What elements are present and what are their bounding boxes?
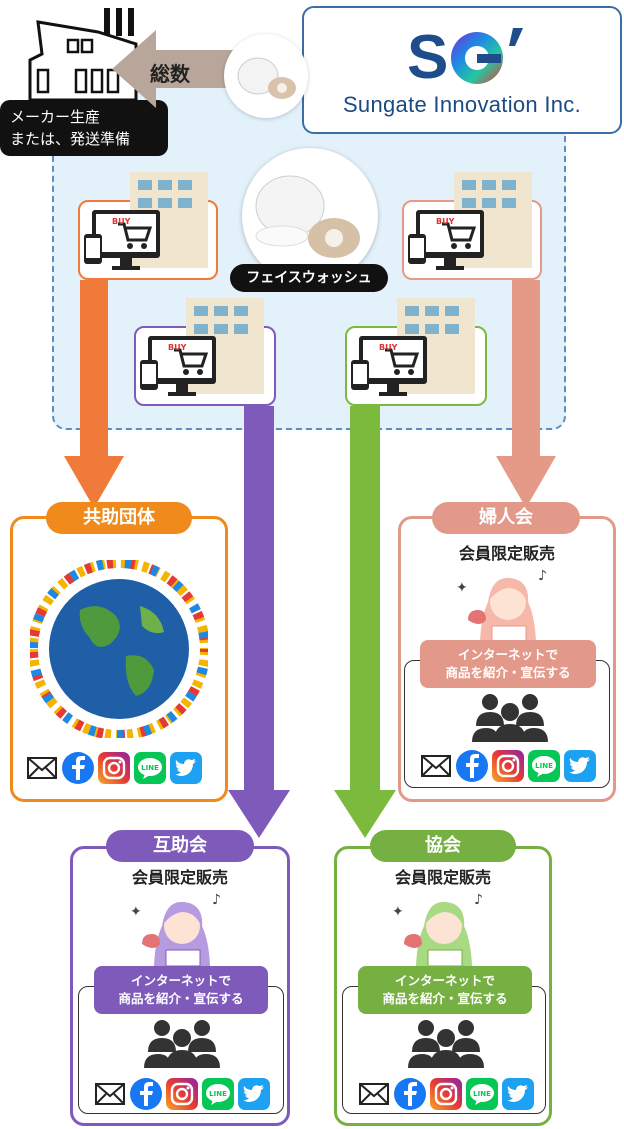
company-logo-icon: S <box>407 23 523 90</box>
product-image-large <box>242 148 378 284</box>
company-name: Sungate Innovation Inc. <box>342 92 582 117</box>
group-people-icon <box>472 694 548 742</box>
product-image-small <box>224 34 308 118</box>
buy-tag: BUY <box>112 217 131 226</box>
line-text: LINE <box>209 1090 227 1098</box>
panel-kyokai-promo: インターネットで 商品を紹介・宣伝する <box>358 966 532 1014</box>
flow-arrow-purple <box>228 406 290 838</box>
online-shop-icon: BUY <box>408 172 532 270</box>
instagram-icon[interactable] <box>430 1078 462 1110</box>
panel-kyokai-title: 協会 <box>370 830 516 862</box>
face-wash-product-icon <box>237 57 296 99</box>
promo-line1: インターネットで <box>394 973 495 988</box>
promo-line2: 商品を紹介・宣伝する <box>445 665 571 680</box>
panel-kyojo-title: 共助団体 <box>46 502 192 534</box>
promo-line1: インターネットで <box>457 647 558 662</box>
mail-icon[interactable] <box>26 752 58 784</box>
factory-label-line2: または、発送準備 <box>10 130 131 148</box>
panel-fujinkai-promo: インターネットで 商品を紹介・宣伝する <box>420 640 596 688</box>
svg-text:♪: ♪ <box>474 892 483 908</box>
svg-text:✦: ✦ <box>456 580 468 596</box>
social-icons-kyokai: LINE <box>358 1078 534 1110</box>
product-label: フェイスウォッシュ <box>230 264 388 292</box>
mail-icon[interactable] <box>420 750 452 782</box>
panel-gojokai-promo: インターネットで 商品を紹介・宣伝する <box>94 966 268 1014</box>
panel-fujinkai-subtitle: 会員限定販売 <box>458 544 555 563</box>
twitter-icon[interactable] <box>170 752 202 784</box>
panel-gojokai-title: 互助会 <box>106 830 254 862</box>
logo-letter-s: S <box>407 23 448 90</box>
panel-fujinkai-title: 婦人会 <box>432 502 580 534</box>
social-icons-fujinkai: LINE <box>420 750 596 782</box>
buy-tag: BUY <box>436 217 455 226</box>
line-icon[interactable]: LINE <box>134 752 166 784</box>
online-shop-icon: BUY <box>351 298 475 396</box>
promo-line2: 商品を紹介・宣伝する <box>118 991 244 1006</box>
line-text: LINE <box>141 764 159 772</box>
instagram-icon[interactable] <box>166 1078 198 1110</box>
instagram-icon[interactable] <box>492 750 524 782</box>
line-text: LINE <box>535 762 553 770</box>
globe-icon <box>30 560 208 738</box>
twitter-icon[interactable] <box>238 1078 270 1110</box>
svg-text:♪: ♪ <box>538 568 547 584</box>
buy-tag: BUY <box>379 343 398 352</box>
promo-line1: インターネットで <box>130 973 231 988</box>
factory-icon <box>28 8 138 102</box>
facebook-icon[interactable] <box>456 750 488 782</box>
line-icon[interactable]: LINE <box>202 1078 234 1110</box>
group-people-icon <box>408 1020 484 1068</box>
online-shop-icon: BUY <box>140 298 264 396</box>
promo-line2: 商品を紹介・宣伝する <box>382 991 508 1006</box>
twitter-icon[interactable] <box>502 1078 534 1110</box>
svg-text:♪: ♪ <box>212 892 221 908</box>
flow-arrow-salmon <box>496 280 556 508</box>
line-icon[interactable]: LINE <box>528 750 560 782</box>
woman-icon: ✦♪ <box>130 892 221 966</box>
mail-icon[interactable] <box>358 1078 390 1110</box>
facebook-icon[interactable] <box>394 1078 426 1110</box>
svg-text:✦: ✦ <box>392 904 404 920</box>
line-icon[interactable]: LINE <box>466 1078 498 1110</box>
svg-text:✦: ✦ <box>130 904 142 920</box>
factory-label: メーカー生産 または、発送準備 <box>0 100 168 156</box>
factory-label-line1: メーカー生産 <box>10 108 101 126</box>
group-people-icon <box>144 1020 220 1068</box>
social-icons-kyojo: LINE <box>26 752 202 784</box>
panel-kyokai-subtitle: 会員限定販売 <box>394 868 491 887</box>
total-arrow-label: 総数 <box>150 62 190 86</box>
panel-gojokai-subtitle: 会員限定販売 <box>131 868 228 887</box>
flow-arrow-orange <box>64 280 124 508</box>
total-arrow <box>112 30 262 108</box>
online-shop-icon: BUY <box>84 172 208 270</box>
social-icons-gojokai: LINE <box>94 1078 270 1110</box>
twitter-icon[interactable] <box>564 750 596 782</box>
instagram-icon[interactable] <box>98 752 130 784</box>
buy-tag: BUY <box>168 343 187 352</box>
flow-arrow-green <box>334 406 396 838</box>
woman-icon: ✦♪ <box>456 568 547 642</box>
face-wash-product-icon <box>255 175 360 258</box>
facebook-icon[interactable] <box>62 752 94 784</box>
woman-icon: ✦♪ <box>392 892 483 966</box>
line-text: LINE <box>473 1090 491 1098</box>
facebook-icon[interactable] <box>130 1078 162 1110</box>
mail-icon[interactable] <box>94 1078 126 1110</box>
